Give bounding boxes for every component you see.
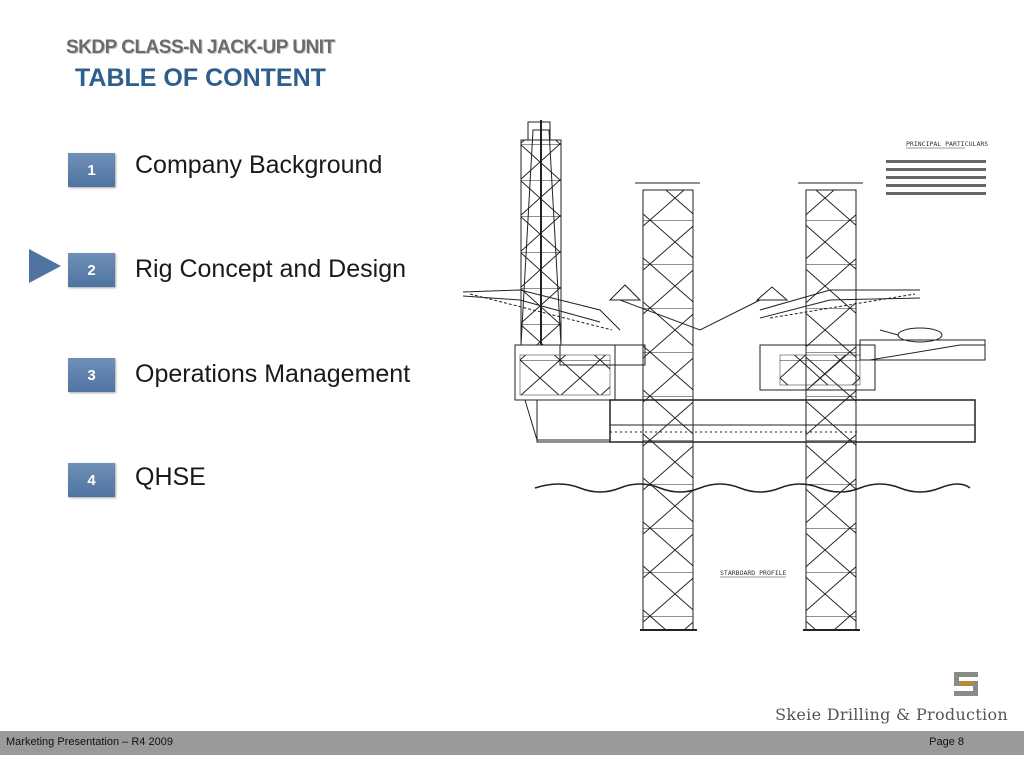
page-number: Page 8	[929, 736, 964, 748]
toc-item-company-background[interactable]: 1 Company Background	[0, 150, 470, 190]
company-name: Skeie Drilling & Production	[775, 705, 1008, 724]
slide-subtitle: SKDP CLASS-N JACK-UP UNIT	[66, 37, 335, 58]
current-section-arrow-icon	[29, 249, 61, 283]
toc-item-label: Rig Concept and Design	[135, 255, 406, 283]
toc-item-number: 3	[68, 358, 115, 392]
footer-bar: Marketing Presentation – R4 2009 Page 8	[0, 731, 1024, 755]
toc-item-number: 1	[68, 153, 115, 187]
rig-profile-drawing: PRINCIPAL PARTICULARS STARBOARD PROFILE	[462, 120, 988, 631]
toc-item-number: 4	[68, 463, 115, 497]
toc-item-label: QHSE	[135, 463, 206, 491]
toc-item-operations-management[interactable]: 3 Operations Management	[0, 358, 470, 398]
toc-item-number: 2	[68, 253, 115, 287]
toc-item-label: Company Background	[135, 151, 383, 179]
particulars-title: PRINCIPAL PARTICULARS	[906, 140, 988, 148]
company-logo-icon	[954, 672, 978, 696]
toc-item-qhse[interactable]: 4 QHSE	[0, 462, 470, 502]
drawing-view-label: STARBOARD PROFILE	[720, 569, 787, 577]
toc-item-rig-concept[interactable]: 2 Rig Concept and Design	[0, 253, 470, 293]
footer-presentation-label: Marketing Presentation – R4 2009	[6, 736, 173, 748]
slide-title: TABLE OF CONTENT	[75, 64, 326, 92]
toc-item-label: Operations Management	[135, 360, 411, 388]
